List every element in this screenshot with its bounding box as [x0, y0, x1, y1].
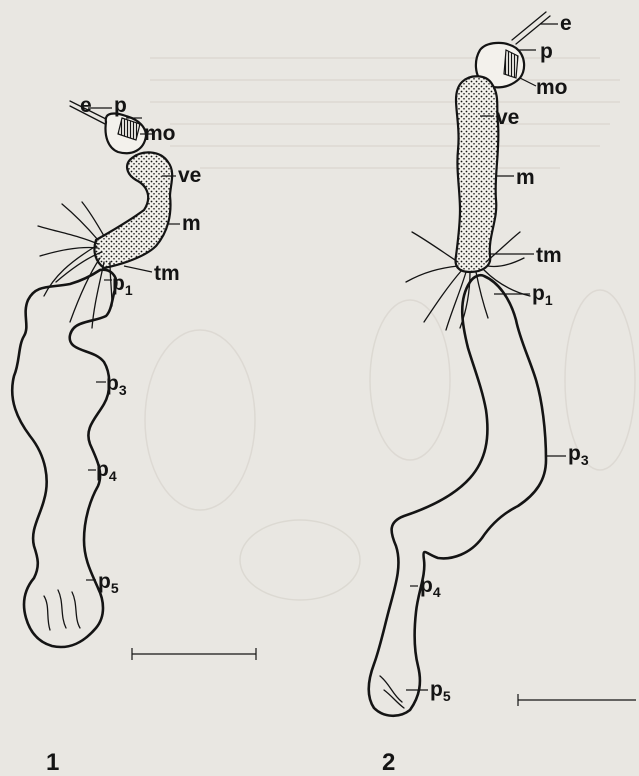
fig1-scale-bar	[132, 648, 256, 660]
fig2-label-p1: p1	[532, 282, 553, 308]
fig2-scale-bar	[518, 694, 636, 706]
fig1-label-p4: p4	[96, 458, 117, 484]
fig2-label-p5: p5	[430, 678, 451, 704]
fig2-label-p: p	[540, 40, 553, 63]
fig2-midgut	[456, 76, 499, 272]
fig2-label-mo: mo	[536, 76, 568, 99]
fig2-label-m: m	[516, 166, 535, 189]
fig2-label-e: e	[560, 12, 572, 35]
fig1-label-ve: ve	[178, 164, 201, 187]
fig1-label-p1: p1	[112, 272, 133, 298]
fig1-label-p: p	[114, 94, 127, 117]
fig1-label-tm: tm	[154, 262, 180, 285]
fig1-label-p3: p3	[106, 372, 127, 398]
figure-2-digestive-tract: e p mo ve m tm p1 p3 p4 p5 2	[369, 12, 636, 776]
fig2-label-tm: tm	[536, 244, 562, 267]
fig1-rectum-folds	[44, 590, 80, 630]
figure-2-number: 2	[382, 749, 395, 776]
figure-1-digestive-tract: e p mo ve m tm p1 p3 p4 p5 1	[12, 94, 256, 776]
fig1-label-e: e	[80, 94, 92, 117]
fig1-label-p5: p5	[98, 570, 119, 596]
bleed-through-background	[145, 58, 635, 600]
fig2-label-ve: ve	[496, 106, 519, 129]
fig1-label-m: m	[182, 212, 201, 235]
fig1-midgut	[94, 152, 172, 268]
fig2-rectum-folds	[380, 676, 404, 708]
fig2-label-p4: p4	[420, 574, 441, 600]
fig1-label-mo: mo	[144, 122, 176, 145]
figure-1-number: 1	[46, 749, 59, 776]
fig2-hindgut-outline	[369, 275, 546, 716]
fig2-label-p3: p3	[568, 442, 589, 468]
